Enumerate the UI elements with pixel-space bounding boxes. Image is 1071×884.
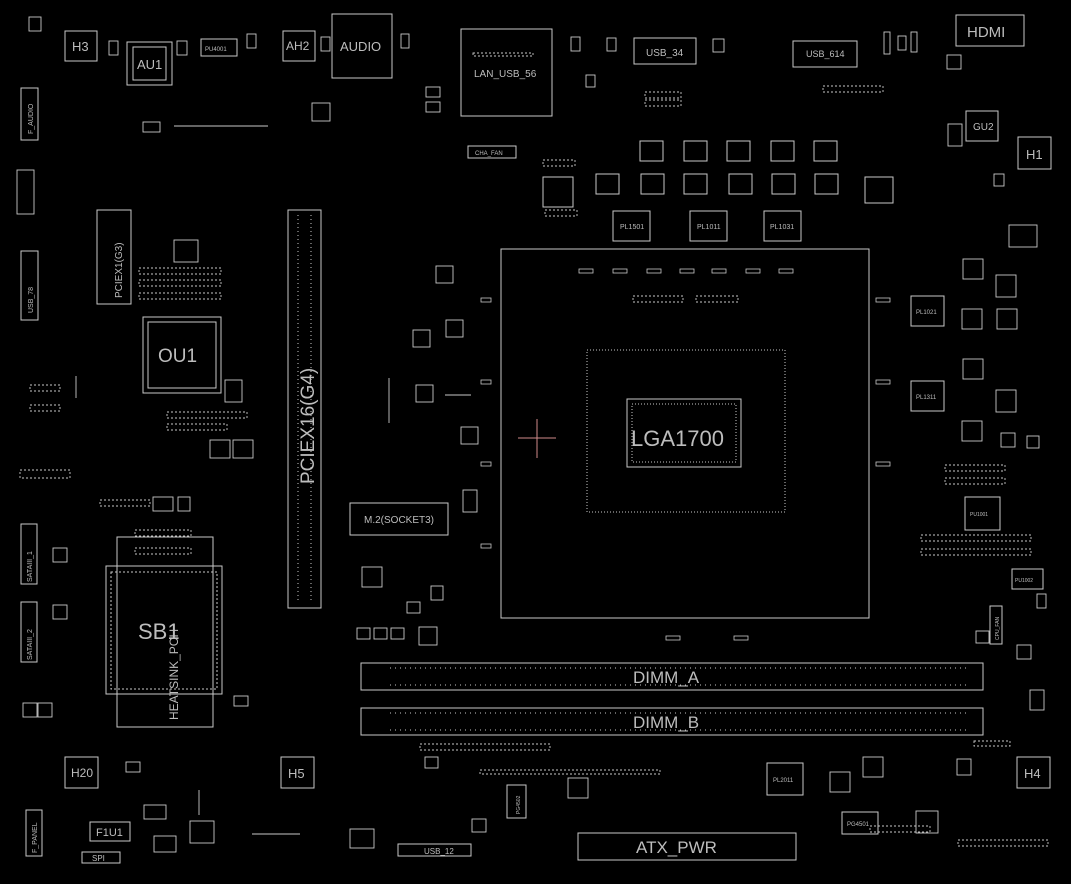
label-dimm-a: DIMM_A — [633, 668, 700, 687]
connector-cha-fan[interactable] — [467, 145, 517, 159]
connector-atx-power[interactable] — [577, 832, 797, 861]
label-f-panel: F_PANEL — [32, 822, 39, 853]
label-lan-usb: LAN_USB_56 — [474, 69, 537, 80]
connector-usb-12[interactable] — [397, 843, 472, 857]
label-pl1501: PL1501 — [620, 224, 644, 231]
cpu-socket-lga[interactable] — [500, 248, 870, 619]
inductor-pl2011[interactable] — [766, 762, 804, 796]
label-pl1021: PL1021 — [916, 310, 937, 316]
label-cpu-fan: CPU_FAN — [995, 617, 1001, 640]
label-cha-fan: CHA_FAN — [475, 151, 503, 157]
connector-usb-34[interactable] — [633, 37, 697, 65]
mounting-hole-h5[interactable] — [280, 756, 315, 789]
chip-pu1002[interactable] — [1011, 568, 1044, 590]
inductor-pl1311[interactable] — [910, 380, 945, 412]
label-audio: AUDIO — [340, 39, 381, 54]
label-usb-34: USB_34 — [646, 48, 684, 59]
label-ah2: AH2 — [286, 39, 310, 53]
connector-usb-78[interactable] — [20, 250, 39, 321]
chip-sb1-pch[interactable] — [105, 536, 223, 728]
label-usb-614: USB_614 — [806, 49, 845, 59]
fuse-f1u1[interactable] — [89, 821, 131, 842]
label-f1u1: F1U1 — [96, 827, 123, 839]
slot-pciex1[interactable] — [96, 209, 132, 305]
connector-f-audio[interactable] — [20, 87, 39, 141]
label-dimm-b: DIMM_B — [633, 713, 699, 732]
label-pl1031: PL1031 — [770, 224, 794, 231]
label-gu2: GU2 — [973, 122, 994, 133]
label-atx-pwr: ATX_PWR — [636, 838, 717, 857]
label-sata-1: SATAIII_1 — [27, 551, 34, 582]
chip-au1[interactable] — [126, 41, 173, 86]
label-sb1: SB1 — [138, 619, 180, 644]
slot-m2-socket3[interactable] — [349, 502, 449, 536]
label-h1: H1 — [1026, 147, 1043, 162]
label-hdmi: HDMI — [967, 24, 1005, 41]
passive-components — [16, 16, 1047, 853]
label-lga: LGA1700 — [631, 426, 724, 451]
mounting-hole-h3[interactable] — [64, 30, 98, 62]
label-pciex16: PCIEX16(G4) — [298, 368, 319, 484]
label-h4: H4 — [1024, 766, 1041, 781]
connector-cpu-fan[interactable] — [989, 605, 1003, 645]
mounting-hole-h1[interactable] — [1017, 136, 1052, 170]
label-au1: AU1 — [137, 57, 162, 72]
mounting-hole-h4[interactable] — [1016, 756, 1051, 789]
slot-pciex16[interactable] — [287, 209, 322, 609]
label-pu1001: PU1001 — [970, 512, 988, 518]
inductor-pl1031[interactable] — [763, 210, 802, 242]
component-strips — [19, 52, 1049, 847]
label-h20: H20 — [71, 766, 93, 780]
chip-pu1001[interactable] — [964, 496, 1001, 531]
inductor-pl1501[interactable] — [612, 210, 651, 242]
connector-f-panel[interactable] — [25, 809, 43, 857]
pin1-marker — [518, 419, 556, 458]
label-pu1002: PU1002 — [1015, 578, 1033, 584]
label-pl1311: PL1311 — [916, 395, 937, 401]
label-sata-2: SATAIII_2 — [27, 629, 34, 660]
label-ou1: OU1 — [158, 346, 197, 367]
connector-lan-usb[interactable] — [460, 28, 553, 117]
label-h3: H3 — [72, 39, 89, 54]
chip-pu4001[interactable] — [200, 38, 238, 57]
connector-sata-1[interactable] — [20, 523, 38, 585]
slot-dimm-b[interactable] — [360, 707, 984, 736]
label-heatsink-pch: HEATSINK_PCH — [167, 629, 181, 720]
chip-gu2[interactable] — [965, 110, 999, 142]
connector-usb-614[interactable] — [792, 40, 858, 68]
traces — [75, 125, 471, 835]
connector-hdmi[interactable] — [955, 14, 1025, 47]
label-usb-78: USB_78 — [28, 287, 35, 313]
label-h5: H5 — [288, 766, 305, 781]
connector-spi[interactable] — [81, 851, 121, 864]
connector-audio[interactable] — [331, 13, 393, 79]
chip-pg4502[interactable] — [506, 784, 527, 819]
chip-ou1[interactable] — [142, 316, 222, 394]
inductor-pl1011[interactable] — [689, 210, 728, 242]
mounting-hole-h20[interactable] — [64, 756, 99, 789]
socket-side-pads — [480, 268, 891, 641]
connector-sata-2[interactable] — [20, 601, 38, 663]
label-m2: M.2(SOCKET3) — [364, 515, 434, 526]
power-phase-components — [542, 140, 894, 208]
label-pl2011: PL2011 — [773, 778, 794, 784]
label-pg4502: PG4502 — [516, 795, 522, 814]
label-pg4501: PG4501 — [847, 822, 870, 828]
label-f-audio: F_AUDIO — [28, 103, 35, 134]
label-usb-12: USB_12 — [424, 847, 454, 856]
label-pl1011: PL1011 — [697, 224, 721, 231]
mounting-hole-ah2[interactable] — [282, 30, 316, 62]
label-pciex1: PCIEX1(G3) — [114, 242, 125, 298]
inductor-pl1021[interactable] — [910, 295, 945, 327]
chip-pg4501[interactable] — [841, 811, 879, 835]
label-spi: SPI — [92, 854, 105, 863]
slot-dimm-a[interactable] — [360, 662, 984, 691]
label-pu4001: PU4001 — [205, 47, 227, 53]
